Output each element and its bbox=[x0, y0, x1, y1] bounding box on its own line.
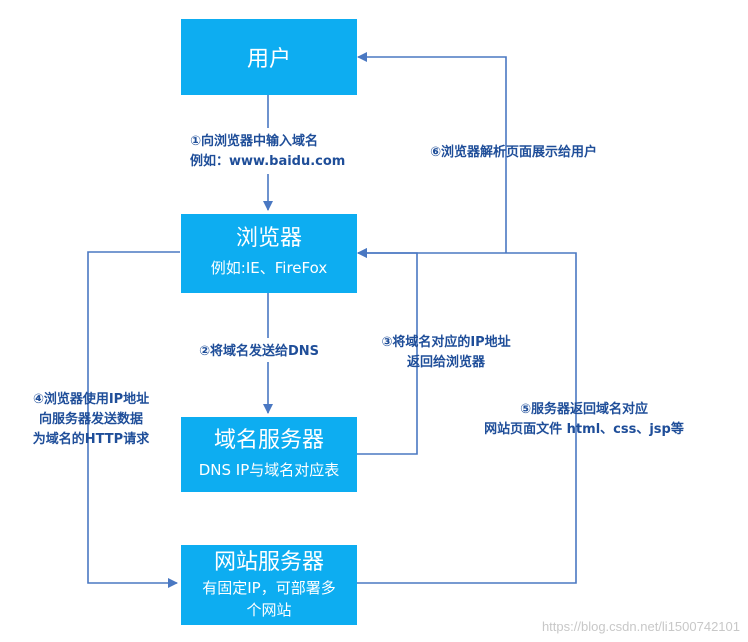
label-step1-line1: ①向浏览器中输入域名 bbox=[190, 134, 319, 149]
label-step5-line2: 网站页面文件 html、css、jsp等 bbox=[484, 422, 684, 437]
node-browser-title: 浏览器 bbox=[235, 226, 302, 251]
label-step6-line1: ⑥浏览器解析页面展示给用户 bbox=[430, 145, 598, 160]
label-step1: ①向浏览器中输入域名 例如：www.baidu.com bbox=[190, 132, 345, 172]
node-browser-subtitle: 例如:IE、FireFox bbox=[210, 259, 328, 277]
label-step5-line1: ⑤服务器返回域名对应 bbox=[519, 402, 648, 417]
node-web-subtitle-line1: 有固定IP，可部署多 bbox=[202, 579, 336, 597]
node-dns: 域名服务器 DNS IP与域名对应表 bbox=[181, 417, 357, 492]
label-step1-line2: 例如：www.baidu.com bbox=[190, 154, 346, 169]
node-web-subtitle-line2: 个网站 bbox=[246, 601, 292, 619]
label-step3: ③将域名对应的IP地址 返回给浏览器 bbox=[356, 333, 536, 373]
label-step2: ②将域名发送给DNS bbox=[199, 342, 319, 362]
node-web: 网站服务器 有固定IP，可部署多 个网站 bbox=[181, 545, 357, 625]
label-step4-line2: 向服务器发送数据 bbox=[38, 412, 143, 427]
label-step3-line2: 返回给浏览器 bbox=[406, 355, 485, 370]
label-step4: ④浏览器使用IP地址 向服务器发送数据 为域名的HTTP请求 bbox=[6, 390, 176, 450]
node-browser: 浏览器 例如:IE、FireFox bbox=[181, 214, 357, 293]
label-step4-line3: 为域名的HTTP请求 bbox=[32, 432, 150, 447]
node-user: 用户 bbox=[181, 19, 357, 95]
label-step5: ⑤服务器返回域名对应 网站页面文件 html、css、jsp等 bbox=[476, 400, 692, 440]
arrow-web-to-browser bbox=[357, 248, 577, 584]
node-dns-subtitle: DNS IP与域名对应表 bbox=[198, 461, 340, 479]
label-step4-line1: ④浏览器使用IP地址 bbox=[32, 392, 150, 407]
node-dns-title: 域名服务器 bbox=[213, 428, 324, 453]
node-user-title: 用户 bbox=[246, 47, 291, 72]
label-step6: ⑥浏览器解析页面展示给用户 bbox=[430, 143, 597, 163]
label-step3-line1: ③将域名对应的IP地址 bbox=[381, 335, 511, 350]
watermark: https://blog.csdn.net/li1500742101 bbox=[541, 619, 740, 634]
arrow-browser-to-web bbox=[87, 251, 180, 588]
arrow-browser-to-user bbox=[357, 52, 507, 253]
label-step2-line1: ②将域名发送给DNS bbox=[199, 344, 320, 359]
node-web-title: 网站服务器 bbox=[213, 550, 324, 575]
